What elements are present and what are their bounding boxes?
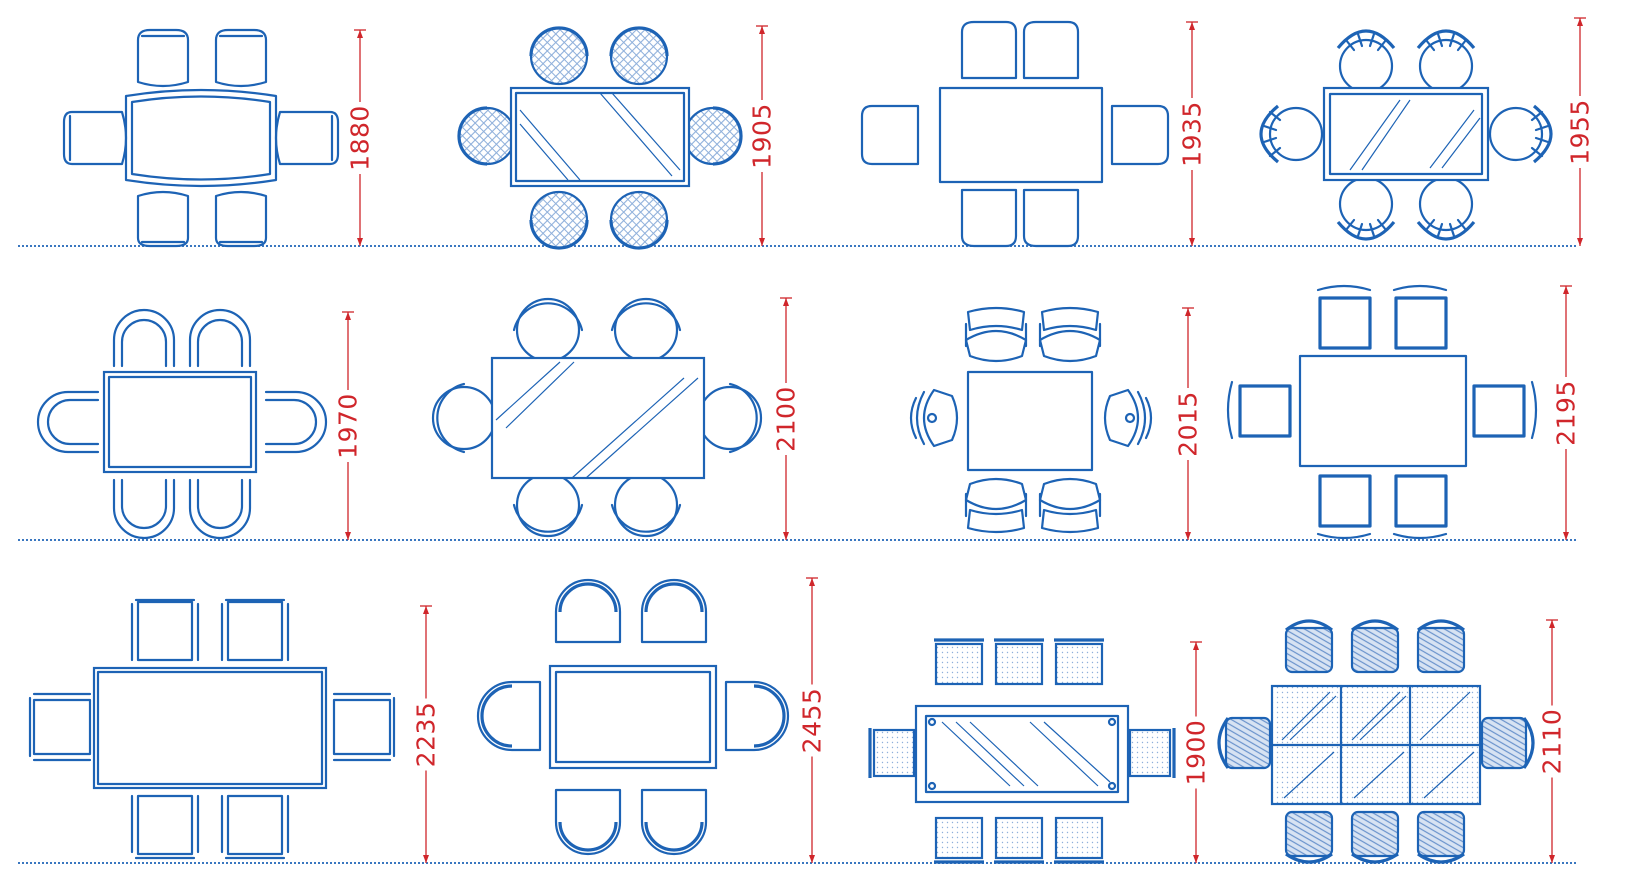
table-glass (1322, 86, 1490, 182)
layout-5 (36, 308, 328, 540)
chair-left (909, 388, 959, 448)
dimension-layout-1: 1880 (346, 29, 375, 246)
dimension-label: 1880 (346, 105, 375, 171)
chair-left (36, 390, 100, 454)
chair-bottom (112, 478, 252, 540)
dimension-label: 1935 (1178, 101, 1207, 167)
chair-top (960, 20, 1080, 80)
chair-bottom (964, 477, 1102, 534)
layout-11 (868, 638, 1176, 864)
chair-top (112, 308, 252, 368)
chair-bottom (934, 816, 1104, 864)
chair-top (512, 297, 682, 363)
chair-top (529, 26, 669, 86)
dimension-layout-12: 2110 (1538, 619, 1567, 863)
dimension-label: 2235 (412, 702, 441, 768)
table-rect (102, 370, 258, 474)
table-barrel (124, 88, 278, 188)
chair-bottom (1284, 810, 1466, 864)
table-rect (548, 664, 718, 770)
chair-left (1226, 380, 1292, 440)
dimension-label: 1955 (1566, 99, 1595, 165)
chair-left (457, 106, 517, 166)
chair-bottom (512, 472, 682, 538)
table-glass-framed (914, 704, 1130, 804)
chair-left (868, 728, 916, 778)
layout-6 (431, 297, 763, 538)
chair-right (1480, 716, 1535, 770)
layout-3 (860, 20, 1170, 248)
chair-left (62, 110, 128, 166)
dimension-layout-4: 1955 (1566, 17, 1595, 246)
dimension-label: 2195 (1552, 380, 1581, 446)
table-glass (509, 86, 691, 188)
chair-right (1103, 388, 1153, 448)
dimension-lines: 1880 1905 1935 1955 1970 2100 2015 2195 2235 2455… (334, 17, 1595, 863)
dimension-label: 2110 (1538, 709, 1567, 775)
dimension-label: 2100 (772, 386, 801, 452)
chair-right (724, 680, 790, 752)
dimension-layout-11: 1900 (1182, 641, 1211, 863)
dimension-label: 1905 (748, 103, 777, 169)
dimension-label: 1970 (334, 393, 363, 459)
chair-right (1110, 104, 1170, 166)
chair-right (1472, 380, 1538, 440)
chair-top (136, 28, 268, 88)
chair-right (683, 106, 743, 166)
dimension-layout-5: 1970 (334, 311, 363, 540)
chair-right (697, 382, 763, 454)
chair-top (1336, 29, 1476, 94)
layout-9 (28, 598, 396, 860)
chair-top (554, 578, 708, 644)
chair-bottom (130, 794, 290, 860)
layout-8 (1226, 284, 1538, 540)
dimension-layout-2: 1905 (748, 25, 777, 246)
layout-7 (909, 306, 1153, 534)
chair-right (1128, 728, 1176, 778)
chair-bottom (1336, 176, 1476, 241)
dimension-label: 2455 (798, 688, 827, 754)
chair-bottom (554, 788, 708, 856)
chair-left (476, 680, 542, 752)
table-rect (92, 666, 328, 790)
chair-left (28, 692, 92, 762)
dimension-layout-3: 1935 (1178, 21, 1207, 246)
chair-right (264, 390, 328, 454)
dimension-layout-10: 2455 (798, 577, 827, 863)
layout-12 (1217, 619, 1535, 864)
dimension-layout-6: 2100 (772, 297, 801, 540)
chair-right (332, 692, 396, 762)
table-rect (1298, 354, 1468, 468)
chair-bottom (1316, 474, 1448, 540)
chair-top (1284, 619, 1466, 674)
table-square (966, 370, 1094, 472)
chair-left (1217, 716, 1272, 770)
chair-left (1259, 104, 1324, 164)
chair-right (1488, 104, 1553, 164)
chair-top (964, 306, 1102, 363)
chair-left (431, 382, 497, 454)
chair-top (130, 598, 290, 662)
layout-1 (62, 28, 340, 248)
table-glass-panels (1270, 684, 1482, 806)
chair-bottom (960, 188, 1080, 248)
layout-10 (476, 578, 790, 856)
chair-left (860, 104, 920, 166)
dimension-layout-7: 2015 (1174, 307, 1203, 540)
chair-top (934, 638, 1104, 686)
table-glass (490, 356, 706, 480)
dimension-layout-9: 2235 (412, 605, 441, 863)
dimension-label: 2015 (1174, 391, 1203, 457)
dimension-layout-8: 2195 (1552, 285, 1581, 540)
chair-bottom (136, 190, 268, 248)
layout-4 (1259, 29, 1553, 241)
chair-top (1316, 284, 1448, 350)
chair-right (274, 110, 340, 166)
dimension-label: 1900 (1182, 720, 1211, 786)
table-rect (938, 86, 1104, 184)
chair-bottom (529, 190, 669, 250)
layout-2 (457, 26, 743, 250)
